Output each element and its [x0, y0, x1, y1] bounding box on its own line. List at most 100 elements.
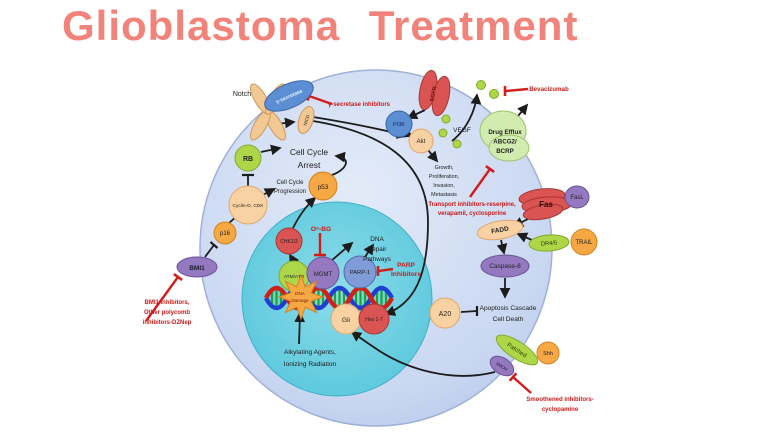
smoh-node — [489, 355, 515, 377]
drug-efflux-label-2: ABCG2/ — [493, 139, 517, 146]
arrow-mgmt-to-repair — [330, 241, 354, 262]
trail-node — [570, 228, 598, 256]
akt-label: Akt — [417, 139, 426, 145]
parp1-node — [343, 255, 377, 289]
pi3k-label: PI3K — [393, 122, 405, 128]
tbar-a20-to-apoptosis — [460, 310, 478, 313]
hes-node — [358, 303, 390, 335]
o6bg-label: O⁶-BG — [311, 226, 331, 233]
rtbar-transport — [469, 168, 491, 198]
cyclin-cdk-label: Cyclin-D, CDK — [233, 203, 265, 209]
caspase8-node — [480, 254, 530, 278]
vegf-dot — [441, 114, 451, 124]
a20-node — [429, 297, 461, 329]
arrow-vegf-secretion — [451, 93, 482, 142]
atm-atr-label: ATM/ATR — [284, 274, 305, 280]
rtbar-smoothened — [512, 376, 532, 394]
drug-efflux-label-3: BCRP — [496, 148, 514, 155]
rb-node — [234, 144, 262, 172]
apoptosis-line1: Apoptosis Cascade — [480, 305, 537, 312]
arrow-rb-to-arrest — [260, 144, 282, 156]
nucleus — [241, 201, 433, 397]
trail-label: TRAIL — [575, 240, 593, 246]
rtbar-cap-bmi1 — [173, 273, 183, 281]
rtbar-bmi1-inhibitors — [145, 276, 179, 322]
fasl-node — [564, 185, 590, 209]
arrow-parp-to-repair — [363, 243, 374, 258]
patched-node — [495, 334, 539, 366]
parp-inhibitors-line1: PARP — [397, 262, 415, 269]
arrow-fadd-to-caspase8 — [496, 239, 508, 255]
drug-efflux-label-1: Drug Efflux — [488, 129, 522, 136]
cyclin-cdk-node — [228, 185, 268, 225]
dna-repair-line1: DNA — [370, 236, 384, 243]
rtbar-cap-smoothened — [508, 372, 518, 382]
p16-label: p16 — [220, 231, 231, 237]
gli-label: Gli — [342, 317, 350, 324]
fas-label: Fas — [539, 200, 553, 209]
fadd-label: FADD — [491, 225, 510, 235]
fadd-node — [476, 219, 524, 241]
p16-node — [213, 221, 237, 245]
rtbar-cap-transport — [485, 165, 495, 173]
gamma-secretase-inhibitors-label: γ-secretase inhibitors — [328, 102, 391, 108]
fas-receptor — [518, 188, 573, 221]
arrow-smoh-to-gli — [350, 330, 496, 377]
smoothened-inhibitors-line1: Smoothened inhibitors- — [526, 397, 593, 403]
tbar-bmi1-to-p16 — [204, 244, 215, 258]
dr45-node — [528, 234, 570, 252]
bevacizumab-label: Bevacizumab — [529, 86, 569, 93]
bmi1-inhibitors-line2: Other polycomb — [144, 310, 190, 316]
growth-line3: Invasion, — [433, 183, 455, 189]
cell-cycle-progression-line1: Cell Cycle — [276, 180, 304, 186]
fas-subunit — [522, 203, 564, 221]
vegf-label: VEGF — [453, 127, 471, 134]
gamma-secretase-node — [264, 80, 314, 112]
parp1-label: PARP-1 — [350, 270, 371, 276]
transport-inhibitors-line2: verapamil, cyclosporine — [438, 211, 507, 217]
dr45-label: DR4/5 — [541, 240, 558, 247]
arrow-dr45-to-fadd — [516, 232, 533, 243]
vegf-particles — [438, 80, 499, 149]
growth-line2: Proliferation, — [429, 174, 460, 180]
mgmt-node — [306, 256, 340, 290]
egfr-subunit — [431, 75, 451, 117]
bmi1-label: BMI1 — [189, 265, 205, 272]
growth-line1: Growth, — [435, 165, 454, 171]
fasl-label: FasL — [570, 195, 584, 201]
notch-label: Notch — [233, 91, 251, 98]
rtbar-bevacizumab — [505, 87, 529, 93]
growth-line4: Metastasis — [431, 192, 457, 198]
arrow-chk-to-p53 — [292, 196, 317, 229]
bmi1-inhibitors-line3: inhibitors-DZNep — [143, 320, 192, 326]
mgmt-label: MGMT — [314, 272, 333, 278]
arrow-egfr-to-pi3k — [406, 109, 426, 120]
vegf-dot — [452, 139, 462, 149]
caspase8-label: Caspase-8 — [489, 263, 521, 270]
cell-cycle-arrest-line1: Cell Cycle — [290, 147, 329, 157]
rb-label: RB — [243, 156, 253, 163]
cell-cycle-progression-line2: Progression — [274, 189, 306, 195]
arrow-alkylating-to-damage — [294, 311, 306, 345]
parp-inhibitors-line2: Inhibitors — [391, 271, 421, 278]
apoptosis-line2: Cell Death — [493, 316, 524, 323]
arrow-p53-to-arrest — [331, 151, 347, 176]
bmi1-inhibitors-line1: BMI1 inhibitors, — [145, 300, 190, 306]
rtbar-gamma-secretase — [308, 94, 333, 106]
egfr-label: EGFR — [429, 86, 438, 102]
dna-repair-line3: Pathways — [363, 256, 391, 263]
bmi1-node — [176, 256, 218, 278]
p53-label: p53 — [318, 184, 329, 191]
shh-label: Shh — [543, 351, 553, 357]
dna-damage-label-2: Damage — [291, 298, 309, 303]
alkylating-line2: Ionizing Radiation — [284, 361, 337, 368]
drug-efflux-blob — [488, 134, 530, 162]
vegf-dot-secreted — [476, 80, 486, 90]
nicd-node — [297, 106, 315, 134]
dna-damage-label-1: DNA — [295, 291, 306, 296]
nicd-label: NICD — [302, 113, 310, 126]
egfr-receptor — [418, 69, 451, 117]
drug-efflux-pump — [479, 110, 530, 162]
